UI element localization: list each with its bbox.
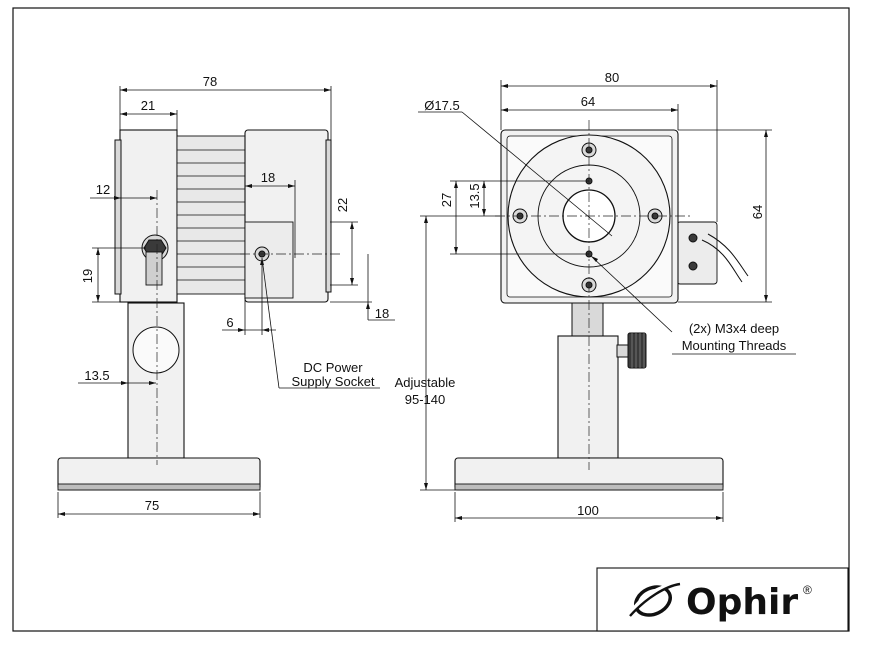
knurled-knob-icon: [616, 332, 647, 369]
dim-side-height-19: 19: [80, 269, 95, 283]
dim-front-body-height: 64: [750, 205, 765, 219]
dim-front-aperture: Ø17.5: [424, 98, 459, 113]
front-view: [454, 120, 749, 491]
dim-side-offset-12: 12: [96, 182, 110, 197]
logo-box: Ophir ®: [596, 567, 849, 632]
registered-mark: ®: [803, 583, 812, 597]
side-post: [127, 302, 185, 459]
dc-power-label-line2: Supply Socket: [291, 374, 374, 389]
adjustable-label-line2: 95-140: [405, 392, 445, 407]
side-post-hole: [132, 326, 180, 374]
dimension-lines: [57, 80, 772, 522]
side-socket-block: [244, 221, 294, 299]
ophir-logo-text: Ophir: [686, 582, 798, 623]
dim-front-height-27: 27: [439, 193, 454, 207]
side-front-rim: [114, 139, 122, 295]
dc-power-label-line1: DC Power: [303, 360, 363, 375]
dim-front-base-width: 100: [577, 503, 599, 518]
dim-side-front-depth: 21: [141, 98, 155, 113]
dim-side-post-13-5: 13.5: [84, 368, 109, 383]
dim-side-offset-6: 6: [226, 315, 233, 330]
side-rear-cap: [325, 139, 332, 293]
threads-label-line1: (2x) M3x4 deep: [689, 321, 779, 336]
dimension-arrows: [58, 84, 768, 520]
side-heatsink-fins: [176, 135, 246, 295]
ophir-swoosh-icon: [629, 582, 681, 617]
front-post: [557, 335, 619, 459]
sheet-border: [12, 7, 850, 632]
front-post-top: [571, 302, 604, 342]
clamp-knob-icon: [141, 234, 169, 286]
dim-front-body-width: 64: [581, 94, 595, 109]
side-view: [57, 129, 340, 491]
dim-side-overall-width: 78: [203, 74, 217, 89]
threads-label-line2: Mounting Threads: [682, 338, 787, 353]
adjustable-label-line1: Adjustable: [395, 375, 456, 390]
dim-side-socket-18: 18: [261, 170, 275, 185]
dim-front-height-13-5: 13.5: [467, 183, 482, 208]
dim-side-base-width: 75: [145, 498, 159, 513]
cable-exit-icon: [676, 221, 749, 285]
dim-side-bottom-18: 18: [375, 306, 389, 321]
dim-front-overall-width: 80: [605, 70, 619, 85]
dim-side-height-22: 22: [335, 198, 350, 212]
